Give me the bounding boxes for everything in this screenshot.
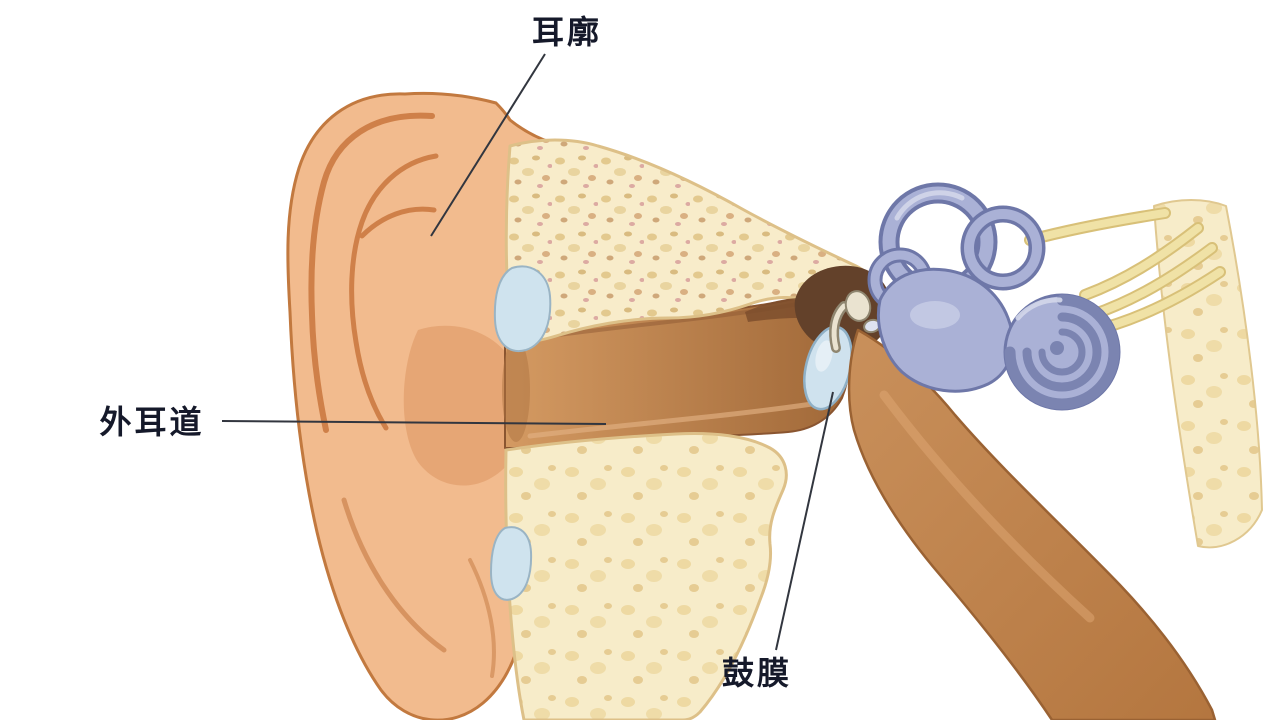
skull-bone-lower — [504, 432, 788, 720]
ear-canal — [502, 296, 851, 449]
leader-line-eardrum — [775, 391, 834, 651]
annotations: 耳廓 外耳道 鼓膜 — [99, 13, 834, 692]
cochlea-highlight — [1015, 297, 1063, 321]
cochlea-spiral-middle — [1022, 312, 1102, 392]
cartilage-lower — [489, 526, 533, 601]
eustachian-tube — [847, 328, 1217, 720]
posterior-canal — [964, 209, 1042, 287]
antihelix-ridge-line — [349, 153, 439, 431]
eardrum-highlight — [815, 340, 833, 372]
canal-entrance-shadow — [502, 338, 530, 442]
cartilage-upper — [493, 265, 552, 353]
leader-line-auricle — [430, 53, 546, 237]
ossicles — [829, 290, 881, 353]
label-auricle: 耳廓 — [532, 13, 602, 51]
lobe-shadow-line — [341, 497, 447, 653]
canal-cartilage — [489, 265, 552, 601]
cochlea-spiral-inner — [1038, 328, 1086, 376]
incus-bone — [844, 290, 872, 322]
label-eardrum: 鼓膜 — [722, 654, 792, 692]
cochlea-spiral-outer — [1004, 294, 1120, 410]
canal-bottom-highlight — [527, 401, 815, 439]
leader-line-ear-canal — [221, 420, 607, 425]
middle-ear — [745, 265, 891, 411]
vestibule-highlight — [910, 301, 960, 329]
concha-shadow — [403, 325, 525, 486]
inner-ear — [867, 182, 1121, 411]
lobe-inner-line — [468, 558, 496, 678]
cochlea-center — [1050, 341, 1064, 355]
canal-deep-wedge — [745, 298, 800, 322]
bone-strip-right — [1153, 199, 1263, 549]
eustachian-tube-shape — [847, 328, 1217, 720]
eustachian-tube-highlight — [879, 390, 1095, 623]
crus-helix-line — [359, 206, 437, 239]
malleus-bone-fill — [831, 303, 847, 351]
helix-ridge-line — [308, 112, 435, 433]
canal-highlight — [894, 190, 965, 221]
auditory-nerve — [1024, 207, 1226, 338]
cochlea — [1003, 293, 1121, 411]
label-ear-canal: 外耳道 — [99, 403, 204, 441]
